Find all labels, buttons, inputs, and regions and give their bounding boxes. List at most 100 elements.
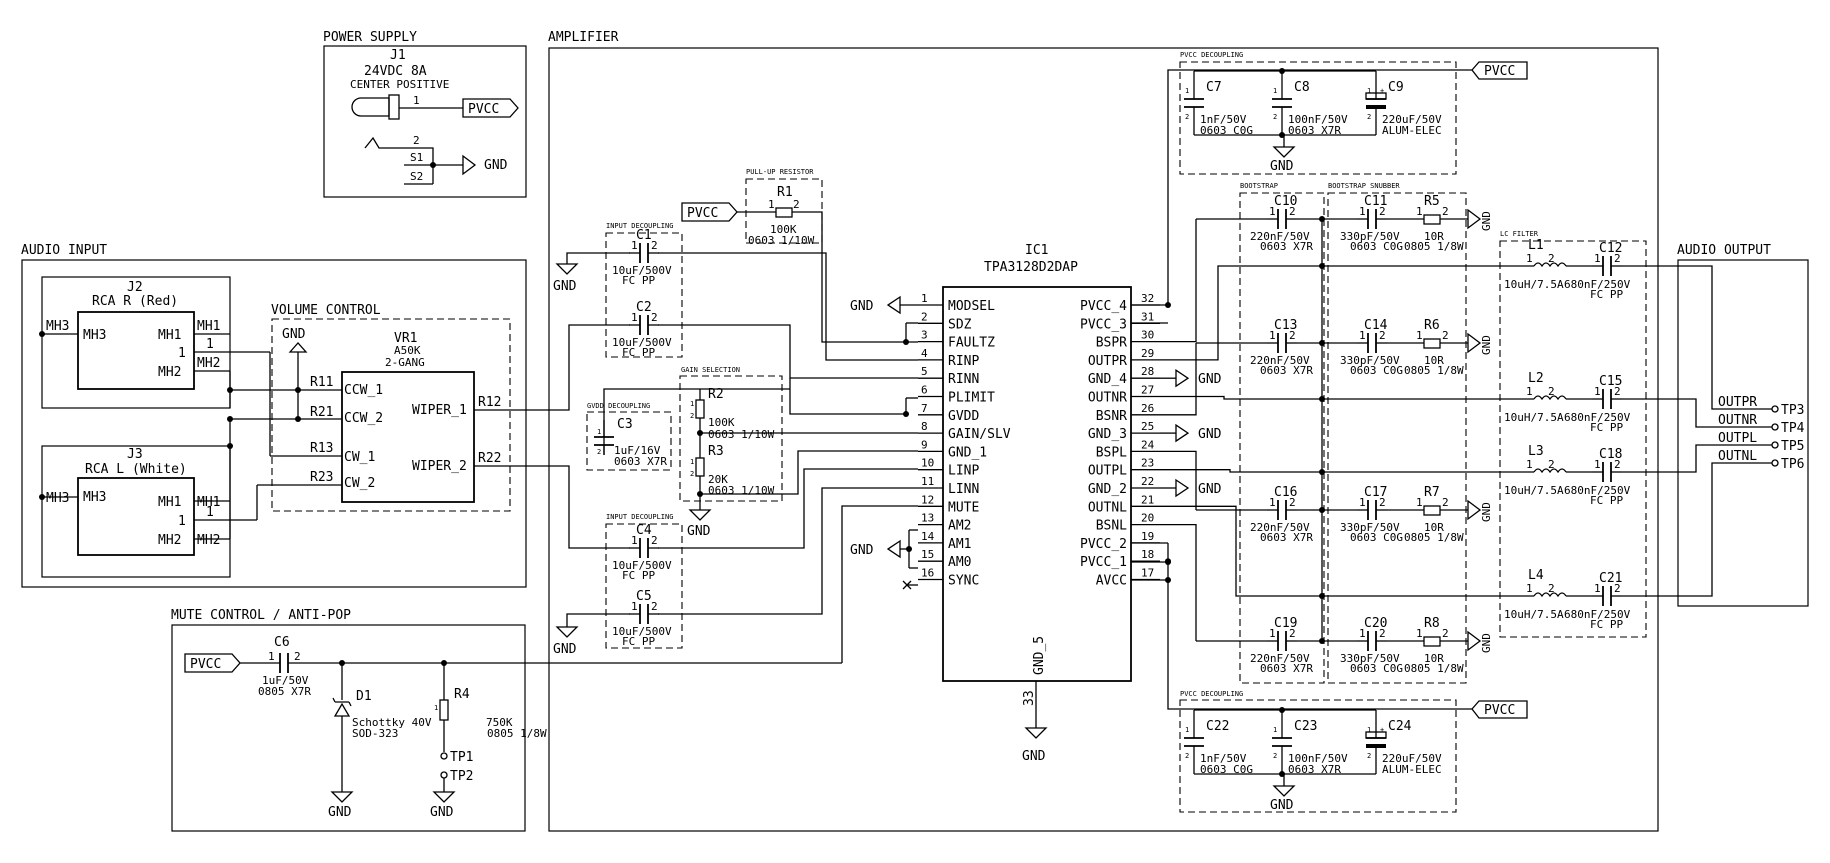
tp-tp5-label: TP5 [1781,439,1804,454]
ic1-pin-29-name: OUTPR [1088,354,1127,369]
ic1-ref: IC1 [1025,243,1048,258]
pvcc-top-ref: C7 [1206,80,1222,95]
ic1-pin-4-name: RINP [948,354,979,369]
pvcc-top-ref: C9 [1388,80,1404,95]
ic1-pin-31-number: 31 [1141,310,1154,323]
snub-c17-ref: C17 [1364,485,1387,500]
mute-control-title: MUTE CONTROL / ANTI-POP [171,608,351,623]
r3-pin1: 1 [690,458,694,466]
gnd-arrow-icon [1175,368,1190,388]
bs-route [1160,343,1197,416]
j3-mh3-in: MH3 [83,490,106,505]
indec1-title: INPUT DECOUPLING [606,222,673,230]
snub-c20-package: 0603 C0G [1350,662,1403,675]
j2-value: RCA R (Red) [92,294,178,309]
gain-selection-group [679,375,783,502]
mute-control-section [171,624,526,832]
ic1-pin-20-name: BSNL [1096,519,1127,534]
j3-p1-in: 1 [178,514,186,529]
ic1-pin-16-number: 16 [921,567,934,580]
pvcc-top-value: 100nF/50V [1288,113,1348,126]
r1-pin1: 1 [768,198,775,211]
c6-ref: C6 [274,635,290,650]
lc-c12-pin2: 2 [1614,252,1621,265]
j2-mh1-out: MH1 [197,319,220,334]
vr1-potentiometer: VR1 A50K 2-GANG CCW_1 CCW_2 CW_1 CW_2 WI… [257,331,501,503]
gnd-ic-bottom-icon [1024,727,1048,739]
ic1-pin-1-number: 1 [921,292,928,305]
bootstrap-title: BOOTSTRAP [1240,182,1278,190]
inductor-l3-icon [1533,468,1567,474]
c5-pin1: 1 [631,600,638,613]
lc-title: LC FILTER [1500,230,1539,238]
gnd-modsel-label: GND [850,299,874,314]
lc-c15-pin1: 1 [1594,385,1601,398]
pvcc-bot-package: ALUM-ELEC [1382,763,1442,776]
pvccdec1-title: PVCC DECOUPLING [1180,51,1243,59]
pvcc-bot-ref: C23 [1294,719,1317,734]
c2-pin1: 1 [631,311,638,324]
snub-c17-pin1: 1 [1359,496,1366,509]
j2-mh1-in: MH1 [158,328,181,343]
pvcc-pullup-text: PVCC [687,206,718,221]
gnd-snub-label: GND [1480,502,1493,522]
ic1-pin-18-number: 18 [1141,548,1154,561]
tp-tp6-label: TP6 [1781,457,1804,472]
snubr-pin1: 1 [1416,496,1423,509]
ic1-pin-29-number: 29 [1141,347,1154,360]
ic1-pin-27-number: 27 [1141,384,1154,397]
gvdd-decoupling-group [586,411,672,471]
gnd-arrow-icon [1467,208,1482,230]
outnet-outpr-label: OUTPR [1718,395,1757,410]
volume-control-group [271,318,511,512]
outnet-outpl-label: OUTPL [1718,431,1757,446]
lc-c12-ref: C12 [1599,241,1622,256]
junction-dot [1319,263,1325,269]
gnd-arrow-icon [1175,478,1190,498]
mute-control-circuit: PVCC 1 2 C6 1uF/50V 0805 X7R D1 Schottky… [184,635,842,820]
ic1-gnd5: GND_5 [1032,636,1047,675]
inductor-1-value: 10uH/7.5A [1504,411,1564,424]
lc-cap-3-value: 680nF/250V [1564,608,1631,621]
audio-input-title: AUDIO INPUT [21,243,107,258]
inductor-pin1: 1 [1526,582,1533,595]
ic1-pin-28-name: GND_4 [1088,372,1127,387]
snub-c20-pin1: 1 [1359,627,1366,640]
ic1-pin-22-number: 22 [1141,475,1154,488]
c3-pin1: 1 [597,428,601,436]
pvcc-bot-value: 100nF/50V [1288,752,1348,765]
test-point-tp4 [1771,423,1779,431]
inductor-pin1: 1 [1526,385,1533,398]
c4-pin1: 1 [631,534,638,547]
gnd-up-arrow-icon [288,342,308,353]
output-route-outpl [1660,444,1772,473]
output-route-outnl [1660,462,1772,597]
pvcc-bot-package: 0603 C0G [1200,763,1253,776]
pvcc-pullup-label [681,202,738,222]
vr1-cw2: CW_2 [344,476,375,491]
d1-v1: Schottky 40V [352,716,432,729]
pvcc-net-label [462,98,519,118]
boot-c10-package: 0603 X7R [1260,240,1313,253]
inductor-1-ref: L2 [1528,371,1544,386]
r4-v2: 0805 1/8W [487,727,547,740]
pvcc-bot-plus: + [1380,726,1384,734]
c2-value: 10uF/500V [612,336,672,349]
gnd-c5-label: GND [553,642,577,657]
boot-c19-ref: C19 [1274,616,1297,631]
snubr-1-package: 0805 1/8W [1404,364,1464,377]
pvcc-bot-ref: C22 [1206,719,1229,734]
junction-dot [1319,593,1325,599]
j2-mh2-in: MH2 [158,365,181,380]
gnd-pvcctop-icon [1272,146,1296,158]
ic1-pin-28-number: 28 [1141,365,1154,378]
r2-v1: 100K [708,416,735,429]
volume-control-title: VOLUME CONTROL [271,303,381,318]
tp2-label: TP2 [450,769,473,784]
inductor-0-value: 10uH/7.5A [1504,278,1564,291]
j3-rca-left: J3 RCA L (White) MH3 MH1 1 MH2 MH3 MH1 1… [39,445,257,578]
lc-c15-pin2: 2 [1614,385,1621,398]
